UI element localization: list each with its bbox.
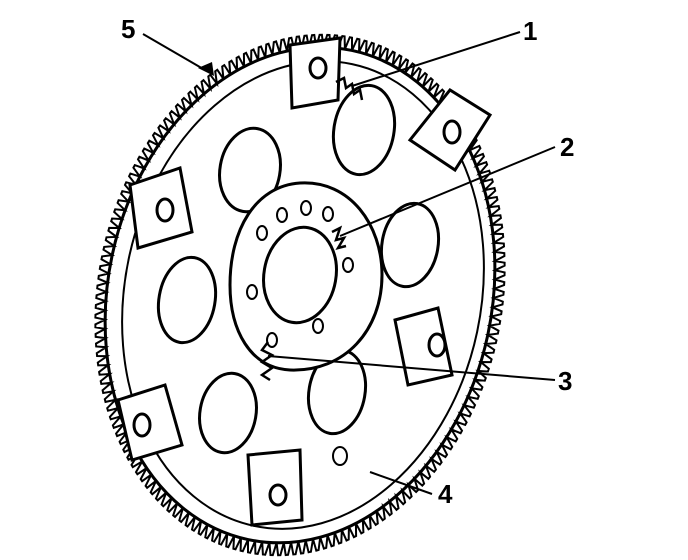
hole-left: [156, 255, 218, 345]
callout-4: 4: [438, 479, 453, 509]
center-hub: [228, 181, 384, 466]
hole-right: [379, 201, 441, 289]
flywheel-outer-rim: [103, 45, 497, 545]
leader-1: [351, 31, 521, 87]
bolt-hole-lower: [332, 446, 348, 466]
boss-bottom: [246, 448, 304, 527]
crack-marks: [259, 76, 364, 382]
callout-1: 1: [523, 16, 537, 46]
boss-upper-right: [407, 88, 493, 173]
boss-lower-left: [116, 383, 184, 462]
boss-top: [288, 36, 342, 110]
callout-2: 2: [560, 132, 574, 162]
crack-2: [331, 225, 347, 250]
callout-5-pointer: [198, 62, 214, 76]
boss-left: [128, 166, 194, 250]
leader-4: [369, 471, 433, 495]
crack-1: [335, 76, 364, 101]
callout-3: 3: [558, 366, 572, 396]
mounting-bosses: [116, 36, 493, 527]
boss-right: [393, 306, 454, 387]
crank-bolt-holes: [246, 200, 354, 348]
callout-labels: 1 2 3 4 5: [121, 14, 574, 509]
lightening-holes: [156, 83, 441, 455]
hole-lower-left: [198, 371, 258, 455]
leader-lines: [142, 31, 556, 495]
leader-2: [339, 146, 556, 237]
leader-5: [142, 33, 206, 71]
leader-3: [267, 355, 556, 381]
crack-3: [259, 341, 275, 382]
hole-upper-left: [218, 126, 282, 214]
callout-5: 5: [121, 14, 135, 44]
pilot-bore: [262, 225, 338, 325]
hole-upper-center: [331, 83, 397, 177]
